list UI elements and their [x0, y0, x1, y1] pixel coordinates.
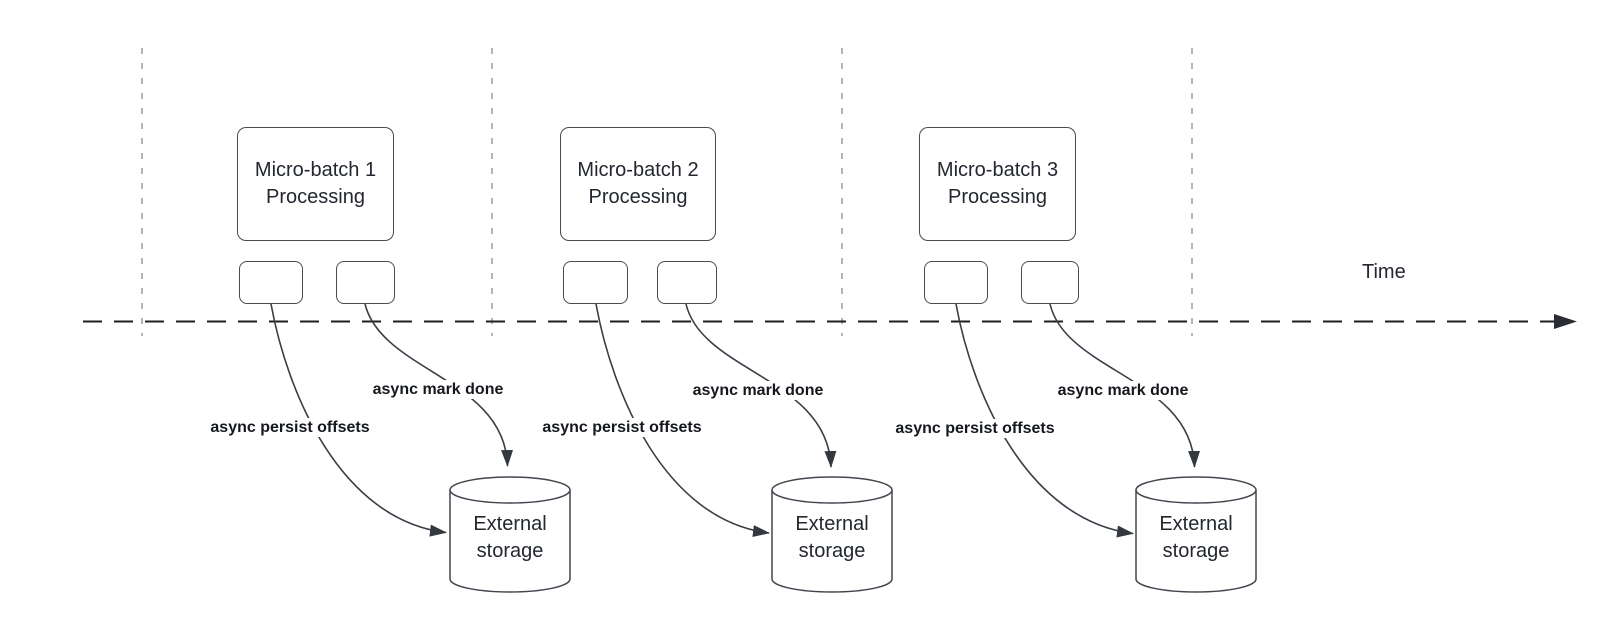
mark-done-arrow-3: [1049, 303, 1201, 468]
external-storage-label-2: External storage: [772, 498, 892, 578]
mark-done-label-1: async mark done: [369, 380, 507, 399]
mark-done-label-2: async mark done: [689, 381, 827, 400]
mark-done-arrow-2: [685, 303, 837, 468]
mark-done-arrow-1: [364, 303, 514, 467]
time-axis-arrowhead-icon: [1554, 314, 1577, 329]
persist-offsets-task-box-2: [563, 261, 628, 304]
persist-offsets-label-3: async persist offsets: [892, 419, 1058, 438]
external-storage-label-1-line1: External: [473, 513, 547, 535]
micro-batch-3-title-line2: Processing: [948, 186, 1047, 208]
external-storage-label-1-line2: storage: [476, 540, 544, 562]
micro-batch-2-title-line2: Processing: [588, 186, 688, 208]
external-storage-label-3-line1: External: [1159, 513, 1233, 535]
micro-batch-3-title-line1: Micro-batch 3: [936, 159, 1059, 181]
micro-batch-2-title-line1: Micro-batch 2: [577, 159, 699, 181]
micro-batch-1-title-line1: Micro-batch 1: [254, 159, 377, 181]
external-storage-cylinder-3: [1135, 476, 1257, 593]
mark-done-task-box-2: [657, 261, 717, 304]
external-storage-label-2-line2: storage: [798, 540, 866, 562]
persist-offsets-arrow-2: [595, 303, 770, 537]
mark-done-task-box-3: [1021, 261, 1079, 304]
persist-offsets-label-1: async persist offsets: [207, 418, 373, 437]
external-storage-label-1: External storage: [450, 498, 570, 578]
micro-batch-1-processing-box: Micro-batch 1 Processing: [237, 127, 394, 241]
persist-offsets-label-2: async persist offsets: [539, 418, 705, 437]
external-storage-cylinder-2: [771, 476, 893, 593]
mark-done-label-3: async mark done: [1054, 381, 1192, 400]
external-storage-cylinder-1: [449, 476, 571, 593]
external-storage-label-3: External storage: [1136, 498, 1256, 578]
external-storage-label-2-line1: External: [795, 513, 869, 535]
time-axis-label: Time: [1362, 261, 1406, 283]
micro-batch-3-processing-box: Micro-batch 3 Processing: [919, 127, 1076, 241]
micro-batch-1-title-line2: Processing: [266, 186, 365, 208]
mark-done-task-box-1: [336, 261, 395, 304]
persist-offsets-arrow-1: [270, 303, 447, 537]
micro-batch-2-processing-box: Micro-batch 2 Processing: [560, 127, 716, 241]
persist-offsets-task-box-1: [239, 261, 303, 304]
persist-offsets-arrow-3: [955, 303, 1134, 538]
external-storage-label-3-line2: storage: [1162, 540, 1230, 562]
persist-offsets-task-box-3: [924, 261, 988, 304]
